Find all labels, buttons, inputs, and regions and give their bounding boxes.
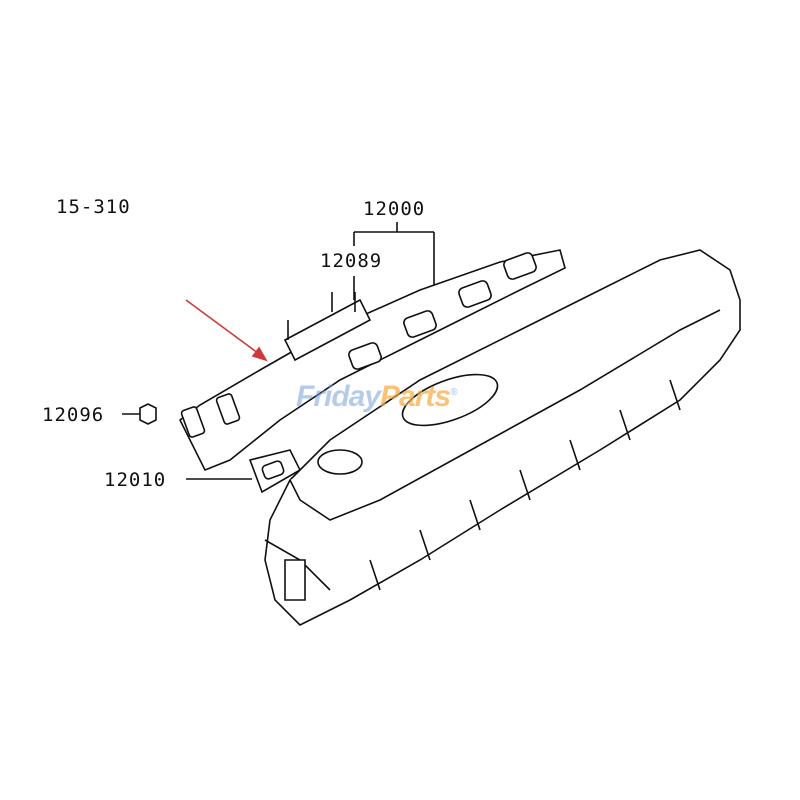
callout-12010: 12010 bbox=[104, 469, 167, 491]
callout-12089: 12089 bbox=[320, 250, 383, 272]
watermark-text-1: Friday bbox=[296, 380, 381, 413]
figure-code: 15-310 bbox=[56, 196, 131, 218]
callout-12000: 12000 bbox=[363, 198, 426, 220]
watermark-text-2: Parts bbox=[380, 380, 451, 413]
watermark-logo: FridayParts® bbox=[296, 380, 458, 414]
callout-12096: 12096 bbox=[42, 404, 105, 426]
registered-mark: ® bbox=[450, 387, 457, 398]
